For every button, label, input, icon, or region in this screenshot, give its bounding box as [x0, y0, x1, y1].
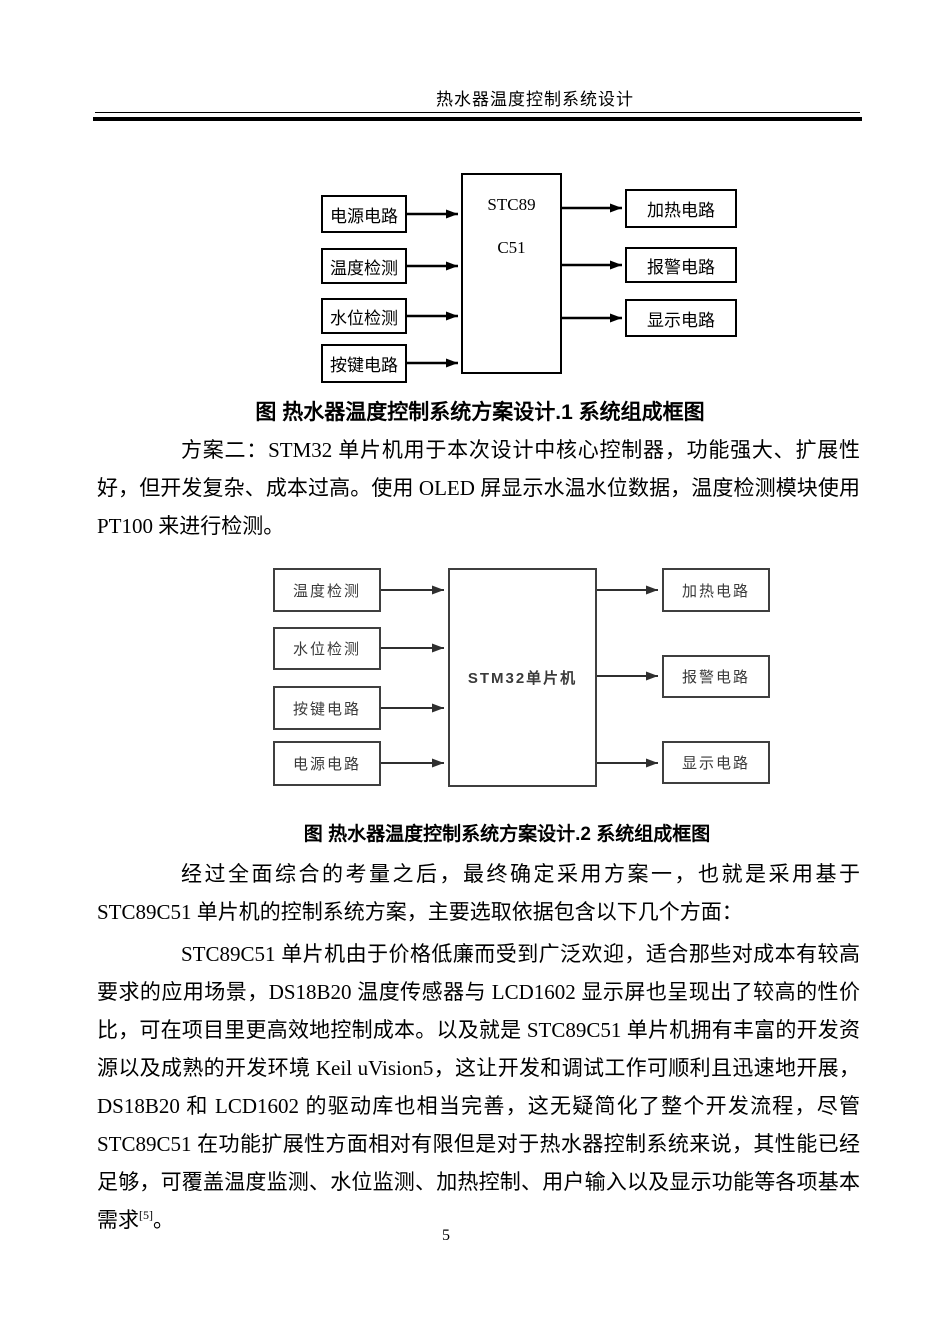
diagram2-box-mcu: STM32单片机 — [448, 568, 597, 787]
paragraph-plan-two: 方案二：STM32 单片机用于本次设计中核心控制器，功能强大、扩展性好，但开发复… — [97, 438, 860, 538]
diagram2-box-key-circuit: 按键电路 — [273, 686, 381, 730]
diagram1-box-key-circuit: 按键电路 — [321, 344, 407, 383]
diagram2-box-display-circuit: 显示电路 — [662, 741, 770, 784]
diagram1-box-heat-circuit: 加热电路 — [625, 189, 737, 228]
page-number: 5 — [442, 1227, 450, 1244]
paragraph-decision: 经过全面综合的考量之后，最终确定采用方案一，也就是采用基于 STC89C51 单… — [97, 862, 860, 924]
diagram1-mcu-line1: STC89 — [487, 195, 536, 214]
diagram-stm32-block: 温度检测 水位检测 按键电路 电源电路 STM32单片机 加热电路 报警电路 显… — [95, 560, 860, 795]
paragraph-justification-text: STC89C51 单片机由于价格低廉而受到广泛欢迎，适合那些对成本有较高要求的应… — [97, 942, 860, 1232]
header-rule-thick — [93, 117, 862, 121]
diagram2-connectors — [381, 585, 658, 768]
figure1-caption: 图 热水器温度控制系统方案设计.1 系统组成框图 — [255, 401, 705, 424]
diagram1-box-display-circuit: 显示电路 — [625, 299, 737, 337]
paragraph-justification: STC89C51 单片机由于价格低廉而受到广泛欢迎，适合那些对成本有较高要求的应… — [97, 935, 860, 1239]
paragraph-justification-period: 。 — [153, 1208, 174, 1232]
diagram1-connectors — [407, 203, 622, 368]
diagram2-box-power-circuit: 电源电路 — [273, 741, 381, 786]
diagram2-box-alarm-circuit: 报警电路 — [662, 655, 770, 698]
diagram-stc89c51-block: 电源电路 温度检测 水位检测 按键电路 STC89 C51 加热电路 报警电路 … — [95, 155, 860, 400]
diagram1-box-power-circuit: 电源电路 — [321, 195, 407, 233]
diagram1-mcu-line2: C51 — [497, 238, 526, 257]
diagram1-box-alarm-circuit: 报警电路 — [625, 247, 737, 283]
diagram1-box-mcu: STC89 C51 — [461, 173, 562, 374]
citation-ref-5: [5] — [139, 1208, 153, 1222]
diagram2-box-level-detect: 水位检测 — [273, 627, 381, 670]
diagram1-box-level-detect: 水位检测 — [321, 298, 407, 334]
page-header-title: 热水器温度控制系统设计 — [436, 90, 634, 109]
diagram1-box-temp-detect: 温度检测 — [321, 248, 407, 284]
header-rule-thin — [95, 112, 860, 113]
diagram2-box-heat-circuit: 加热电路 — [662, 568, 770, 612]
figure2-caption: 图 热水器温度控制系统方案设计.2 系统组成框图 — [303, 824, 711, 845]
diagram2-box-temp-detect: 温度检测 — [273, 568, 381, 612]
